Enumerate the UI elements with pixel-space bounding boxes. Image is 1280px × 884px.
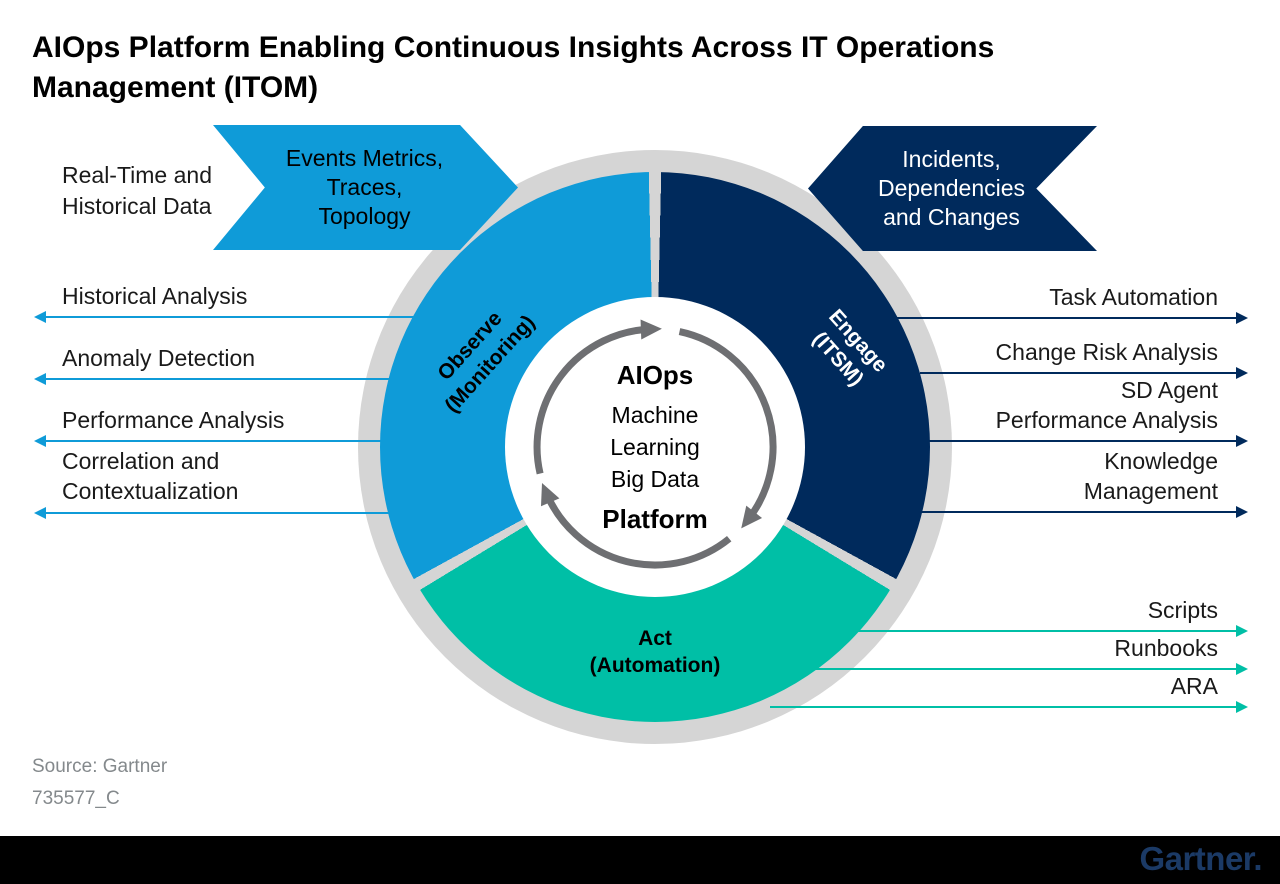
engage-output-3: SD Agent Performance Analysis <box>995 377 1218 433</box>
realtime-data-caption: Real-Time and Historical Data <box>62 162 212 219</box>
act-output-1: Scripts <box>1147 597 1218 623</box>
observe-output-4: Correlation and Contextualization <box>62 448 239 504</box>
act-name: Act <box>638 627 672 650</box>
ring-center-text: AIOps Machine Learning Big Data Platform <box>505 297 805 597</box>
observe-output-2: Anomaly Detection <box>62 345 256 371</box>
observe-output-1: Historical Analysis <box>62 283 248 309</box>
center-platform: Platform <box>602 504 708 534</box>
engage-output-arrow-4-icon <box>920 506 1248 518</box>
act-output-arrow-3-icon <box>770 701 1248 713</box>
bottom-bar: Gartner. <box>0 836 1280 884</box>
act-sub: (Automation) <box>589 654 721 677</box>
act-segment-label: Act (Automation) <box>515 617 795 687</box>
observe-output-3: Performance Analysis <box>62 407 285 433</box>
engage-input-banner: Incidents, Dependencies and Changes <box>808 126 1097 251</box>
observe-output-arrow-3-icon <box>34 435 385 447</box>
engage-output-arrow-3-icon <box>928 435 1248 447</box>
center-body: Machine Learning Big Data <box>610 402 700 492</box>
page-title: AIOps Platform Enabling Continuous Insig… <box>32 31 995 104</box>
figure-id: 735577_C <box>32 788 120 809</box>
cycle-arrows-icon <box>533 319 777 569</box>
observe-output-arrow-4-icon <box>34 507 393 519</box>
center-title: AIOps <box>616 360 694 390</box>
observe-output-arrow-1-icon <box>34 311 418 323</box>
gartner-logo: Gartner. <box>1139 840 1262 877</box>
observe-output-arrow-2-icon <box>34 373 395 385</box>
ring-center-circle <box>505 297 805 597</box>
act-output-arrow-1-icon <box>850 625 1248 637</box>
engage-output-4: Knowledge Management <box>1083 448 1218 504</box>
engage-output-arrow-1-icon <box>895 312 1248 324</box>
observe-input-banner: Events Metrics, Traces, Topology <box>213 125 518 250</box>
engage-output-1: Task Automation <box>1049 284 1218 310</box>
act-output-3: ARA <box>1170 673 1218 699</box>
engage-output-arrow-2-icon <box>920 367 1248 379</box>
engage-output-2: Change Risk Analysis <box>995 339 1218 365</box>
act-output-2: Runbooks <box>1114 635 1218 661</box>
act-output-arrow-2-icon <box>812 663 1248 675</box>
source-note: Source: Gartner <box>32 756 168 777</box>
